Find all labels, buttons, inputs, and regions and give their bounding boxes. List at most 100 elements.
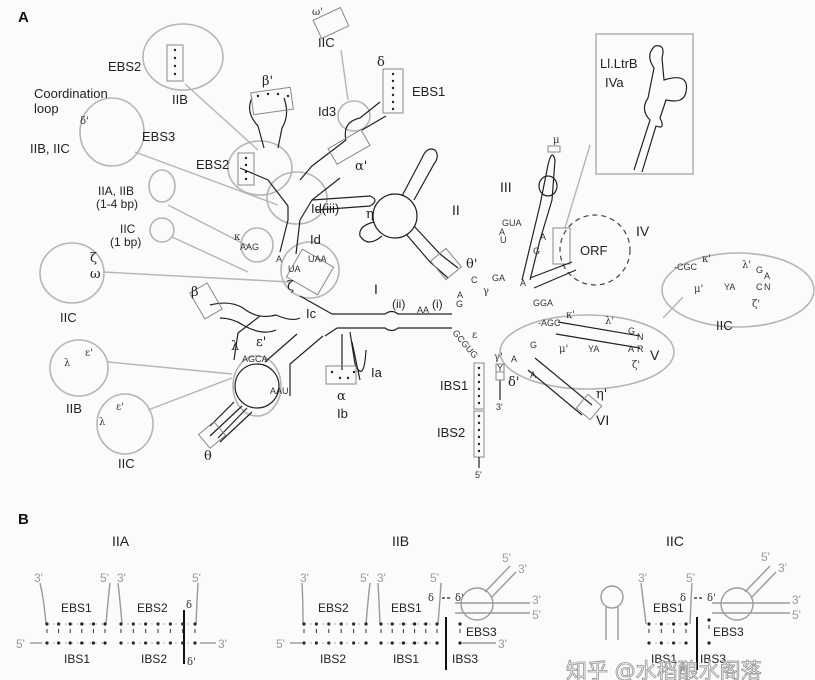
iia-ibs1: IBS1	[64, 652, 90, 666]
label-epsilon-p-iib: ε'	[85, 348, 93, 359]
label-ic-uaa: UAA	[308, 254, 327, 264]
iic-end-5: 5'	[686, 571, 695, 585]
iic-delta-prime: δ'	[707, 593, 716, 604]
motif-dot	[244, 170, 248, 174]
label-3prime-a: 3'	[496, 402, 503, 412]
label-domain-ii: II	[452, 202, 460, 218]
ebs1-box	[382, 68, 404, 114]
iia-end-3-b: 3'	[117, 571, 126, 585]
label-delta: δ	[377, 55, 385, 70]
iib-stem-5: 5'	[502, 551, 511, 565]
label-iib-iic: IIB, IIC	[30, 141, 70, 156]
beta-box	[189, 282, 223, 320]
panel-b-iib: IIB 3' 5' 3' 5' EBS2 EBS1 δ δ' 5' 3' 3' …	[276, 533, 541, 670]
ic-box	[285, 248, 335, 296]
label-domain-iv: IV	[636, 223, 650, 239]
label-kappa: κ	[234, 232, 241, 243]
label-iic-omega: IIC	[60, 310, 77, 325]
label-ic-ua: UA	[288, 264, 301, 274]
ib-box	[325, 365, 357, 385]
label-delta-prime: δ'	[508, 375, 519, 390]
label-id3: Id3	[318, 104, 336, 119]
label-gamma: γ	[483, 286, 489, 297]
motif-dot	[173, 48, 177, 52]
bottom-base	[57, 641, 61, 645]
label-iib-top: IIB	[172, 92, 188, 107]
iic-title: IIC	[666, 533, 684, 549]
motif-dot	[352, 370, 356, 374]
label-ebs2-main: EBS2	[196, 157, 229, 172]
iia-delta-prime: δ'	[187, 657, 196, 668]
label-kappa-prime-iic: κ'	[702, 254, 711, 265]
top-base	[707, 618, 711, 622]
label-lambda-iib: λ	[64, 358, 71, 369]
motif-dot	[266, 92, 270, 96]
top-base	[413, 622, 417, 626]
iia-delta: δ	[186, 600, 192, 611]
label-ebs3: EBS3	[142, 129, 175, 144]
motif-dot	[477, 366, 481, 370]
iib-ebs1: EBS1	[391, 601, 422, 615]
motif-dot	[256, 94, 260, 98]
label-iic-c: C	[756, 282, 763, 292]
label-ggg: GGA	[533, 298, 553, 308]
label-iic-g: G	[756, 265, 763, 275]
iia-end-3-bottom: 3'	[218, 637, 227, 651]
label-ebs2-top: EBS2	[108, 59, 141, 74]
motif-dot	[391, 100, 395, 104]
bottom-base	[103, 641, 107, 645]
iia-ebs2: EBS2	[137, 601, 168, 615]
label-iic-cgc: -CGC	[674, 262, 697, 272]
iib-arm-3: 3'	[532, 593, 541, 607]
label-domain-i: I	[374, 281, 378, 297]
top-base	[91, 622, 95, 626]
iia-end-5-bottom: 5'	[16, 637, 25, 651]
iic-ebs3: EBS3	[713, 625, 744, 639]
label-a-iv: A	[520, 278, 526, 288]
label-j23-right-g: G	[533, 246, 540, 256]
pairing-dots	[173, 48, 481, 453]
label-j23-a: A	[499, 227, 505, 237]
top-base	[57, 622, 61, 626]
label-zeta-callout: ζ	[90, 251, 97, 266]
motif-dot	[477, 421, 481, 425]
top-base	[103, 622, 107, 626]
label-j23-gua: GUA	[502, 218, 522, 228]
label-ic-a: A	[276, 254, 282, 264]
motif-dot	[477, 414, 481, 418]
iib-end-5-a: 5'	[360, 571, 369, 585]
label-theta: θ	[204, 449, 212, 464]
label-domain-iii: III	[500, 179, 512, 195]
bottom-base	[390, 641, 394, 645]
motif-dot	[391, 79, 395, 83]
label-coordination: Coordination	[34, 86, 108, 101]
motif-dot	[244, 177, 248, 181]
iib-end-5-bottom: 5'	[276, 637, 285, 651]
panel-a-labels: EBS2 IIB Coordination loop IIB, IIC EBS3…	[30, 7, 771, 480]
label-aa: AA	[417, 305, 429, 315]
label-lambda-prime-v: λ'	[605, 316, 614, 327]
top-base	[424, 622, 428, 626]
label-iic-v: IIC	[716, 318, 733, 333]
label-lambda-iic: λ	[99, 417, 106, 428]
label-v-a: A	[628, 344, 634, 354]
beta-prime-box	[250, 86, 294, 116]
iib-ibs1: IBS1	[393, 652, 419, 666]
label-ag-a: A	[457, 290, 463, 300]
label-gamma-prime-y: Y	[497, 363, 503, 373]
iic-delta: δ	[680, 593, 686, 604]
label-ib: Ib	[337, 406, 348, 421]
motif-dot	[391, 93, 395, 97]
bottom-base	[68, 641, 72, 645]
iic-stem-3: 3'	[778, 561, 787, 575]
label-ebs1: EBS1	[412, 84, 445, 99]
domain-v-vi	[527, 321, 641, 421]
label-id-iii: Id(iii)	[311, 201, 339, 216]
label-domain-v: V	[650, 347, 660, 363]
iic-ebs1: EBS1	[653, 601, 684, 615]
label-iib-lambda: IIB	[66, 401, 82, 416]
iia-ibs2: IBS2	[141, 652, 167, 666]
label-gamma-seq: GA	[492, 273, 505, 283]
motif-dot	[391, 72, 395, 76]
